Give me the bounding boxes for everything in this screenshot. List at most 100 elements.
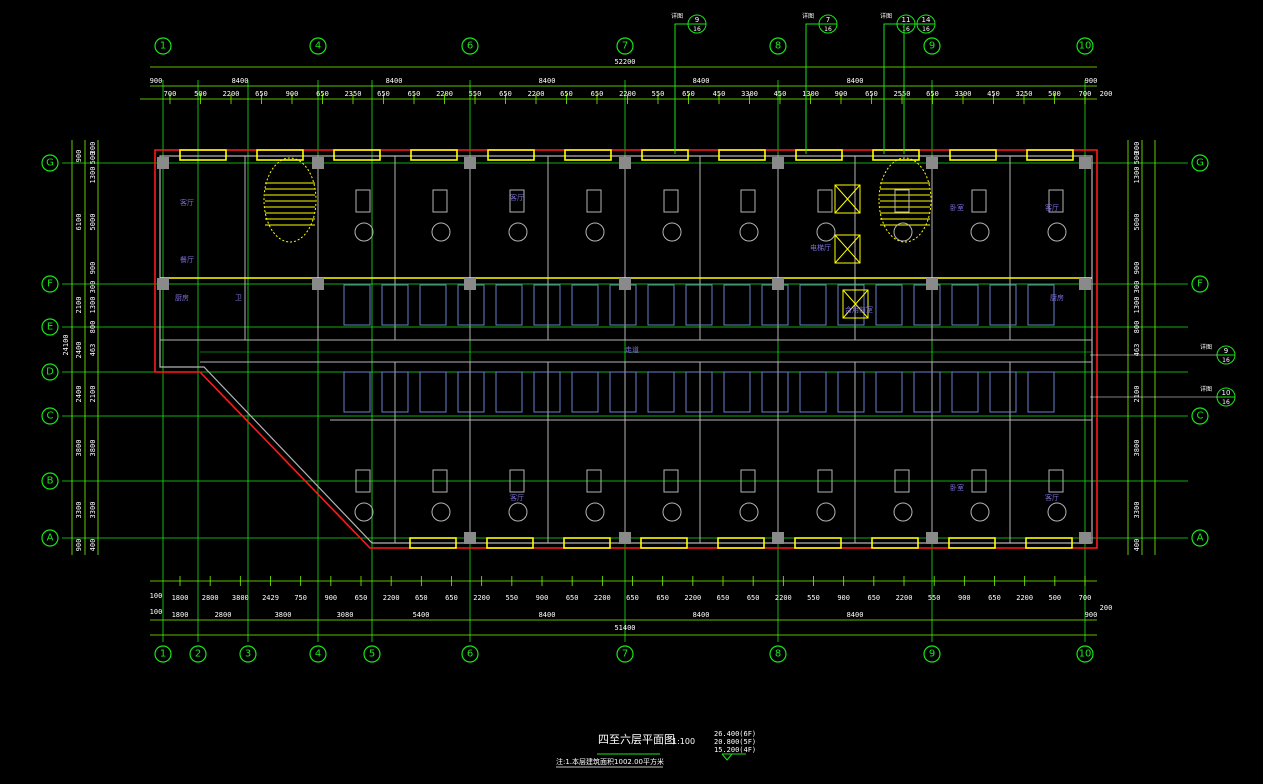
window	[563, 537, 611, 549]
dimension-detail: 450	[987, 90, 1000, 98]
dimension-detail: 650	[560, 90, 573, 98]
dimension-detail: 650	[868, 594, 881, 602]
dimension-axis: 900	[75, 150, 83, 163]
furniture-dining-table	[431, 502, 451, 522]
axis-label: C	[47, 411, 54, 422]
dimension-detail: 463	[89, 344, 97, 357]
furniture-dining-table	[585, 222, 605, 242]
window	[486, 537, 534, 549]
axis-bubble-circle	[923, 645, 941, 663]
dimension-total: 51400	[614, 624, 635, 632]
axis-bubble: B	[41, 472, 59, 490]
furniture-dining-table	[662, 502, 682, 522]
axis-label: 9	[929, 649, 935, 660]
dimension-detail: 3300	[741, 90, 758, 98]
axis-bubble-circle	[239, 645, 257, 663]
furniture-sofa	[586, 469, 602, 493]
axis-bubble: 9	[923, 37, 941, 55]
bathroom-fixture	[609, 284, 637, 326]
room-label: 卫	[235, 294, 242, 302]
furniture-sofa	[971, 469, 987, 493]
bathroom-fixture	[951, 284, 979, 326]
axis-bubble-circle	[616, 645, 634, 663]
bathroom-fixture	[837, 371, 865, 413]
dimension-detail: 900	[536, 594, 549, 602]
axis-label: F	[47, 279, 53, 290]
bathroom-fixture	[457, 284, 485, 326]
furniture-dining-table	[354, 502, 374, 522]
furniture-sofa	[432, 469, 448, 493]
section-mark-label: 详图	[880, 12, 892, 20]
section-leader	[674, 23, 688, 154]
dimension-axis: 900	[75, 539, 83, 552]
dimension-axis: 2400	[75, 386, 83, 403]
structural-column	[312, 278, 324, 290]
axis-bubble: 8	[769, 645, 787, 663]
axis-bubble-circle	[363, 645, 381, 663]
drawing-title: 四至六层平面图	[598, 733, 675, 746]
dimension-detail: 2550	[894, 90, 911, 98]
furniture-dining-table	[508, 222, 528, 242]
furniture-dining-table	[1047, 502, 1067, 522]
axis-bubble-circle	[1191, 275, 1209, 293]
dimension-detail: 2200	[223, 90, 240, 98]
structural-column	[464, 532, 476, 544]
furniture-sofa	[355, 469, 371, 493]
axis-label: 1	[160, 41, 166, 52]
axis-label: 10	[1079, 649, 1092, 660]
window	[640, 537, 688, 549]
room-label: 合用前室	[845, 305, 873, 314]
room-label: 客厅	[1045, 203, 1059, 212]
dimension-axis: 2800	[215, 611, 232, 619]
dimension-detail: 900	[286, 90, 299, 98]
dimension-detail: 5000	[1133, 214, 1141, 231]
furniture-sofa	[509, 469, 525, 493]
axis-bubble-circle	[309, 645, 327, 663]
dimension-detail: 300	[89, 142, 97, 155]
dimension-detail: 900	[837, 594, 850, 602]
dimension-detail: 500	[1048, 90, 1061, 98]
dimension-detail: 550	[807, 594, 820, 602]
dimension-detail: 1300	[1133, 167, 1141, 184]
bathroom-fixture	[761, 284, 789, 326]
dimension-axis: 8400	[847, 77, 864, 85]
window	[564, 149, 612, 161]
dimension-detail: 900	[1133, 262, 1141, 275]
furniture-sofa	[663, 189, 679, 213]
dimension-detail: 500	[1133, 152, 1141, 165]
axis-bubble: 3	[239, 645, 257, 663]
axis-bubble: 6	[461, 37, 479, 55]
dimension-axis: 3800	[275, 611, 292, 619]
dimension-detail: 2200	[1016, 594, 1033, 602]
dimension-detail: 650	[591, 90, 604, 98]
bathroom-fixture	[875, 284, 903, 326]
dimension-offset: 200	[1100, 604, 1113, 612]
dimension-detail: 463	[1133, 344, 1141, 357]
axis-bubble: C	[1191, 407, 1209, 425]
dimension-detail: 2200	[528, 90, 545, 98]
structural-column	[1079, 157, 1091, 169]
axis-bubble-circle	[1191, 154, 1209, 172]
dimension-offset: 100	[150, 592, 163, 600]
axis-bubble: 4	[309, 645, 327, 663]
axis-bubble: F	[41, 275, 59, 293]
structural-column	[619, 157, 631, 169]
bathroom-fixture	[647, 371, 675, 413]
axis-bubble-circle	[41, 318, 59, 336]
dimension-axis: 900	[150, 77, 163, 85]
dimension-detail: 3300	[89, 502, 97, 519]
axis-label: G	[1196, 158, 1204, 169]
dimension-detail: 650	[865, 90, 878, 98]
room-label: 电梯厅	[810, 243, 831, 252]
axis-label: 5	[369, 649, 375, 660]
dimension-detail: 450	[774, 90, 787, 98]
section-mark-sheet: 16	[902, 26, 910, 33]
furniture-dining-table	[354, 222, 374, 242]
dimension-axis: 3080	[337, 611, 354, 619]
room-label: 餐厅	[180, 255, 194, 264]
section-mark-number: 10	[1222, 389, 1231, 397]
dimension-detail: 400	[1133, 539, 1141, 552]
dimension-detail: 3250	[1016, 90, 1033, 98]
